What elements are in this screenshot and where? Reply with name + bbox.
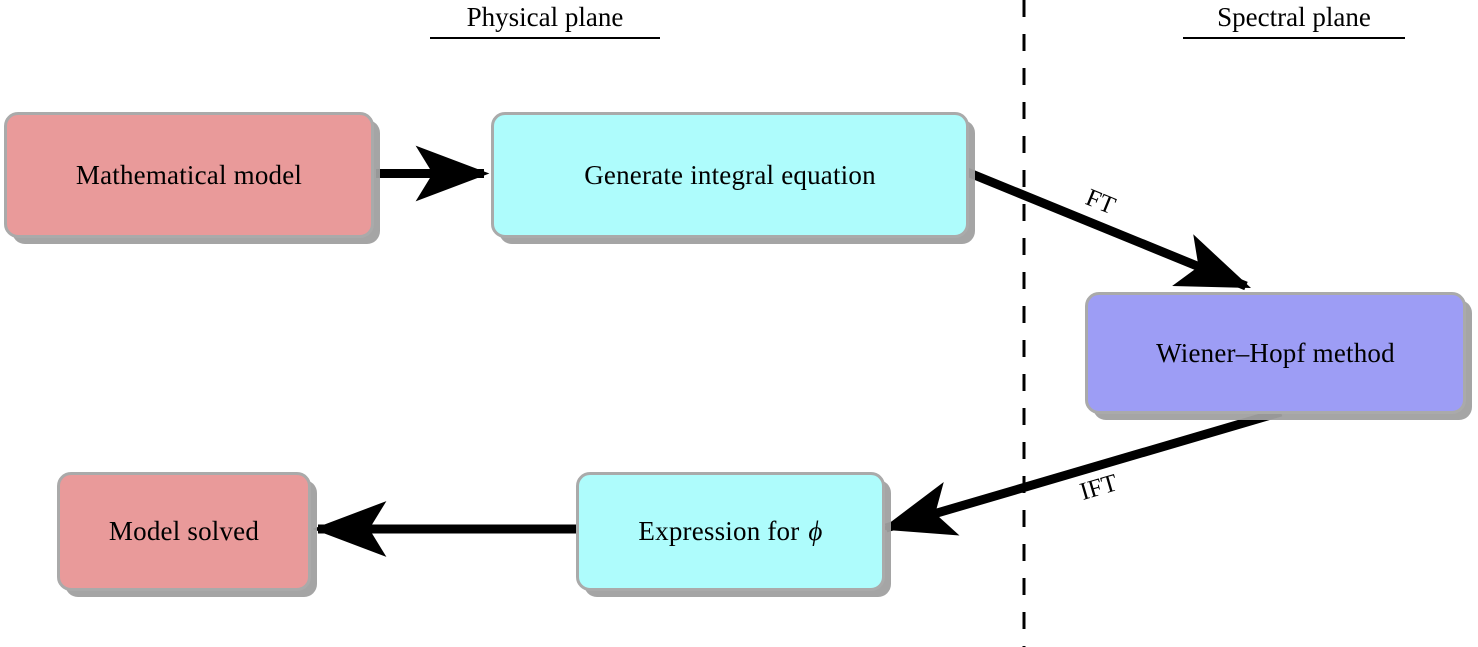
node-wiener-hopf-method-label: Wiener–Hopf method [1156,337,1395,368]
node-expression-for-phi-label: Expression for ϕ [638,516,822,547]
plane-title-physical: Physical plane [430,4,660,39]
plane-title-spectral-underline [1183,37,1405,39]
node-mathematical-model-label: Mathematical model [75,159,303,190]
plane-title-spectral-label: Spectral plane [1217,2,1371,32]
node-wiener-hopf-method[interactable]: Wiener–Hopf method [1085,292,1466,414]
node-generate-integral-equation-label: Generate integral equation [584,159,876,190]
node-expression-for-phi[interactable]: Expression for ϕ [576,472,885,591]
node-mathematical-model[interactable]: Mathematical model [4,112,374,238]
plane-title-physical-underline [430,37,660,39]
node-generate-integral-equation[interactable]: Generate integral equation [491,112,969,238]
phi-symbol: ϕ [808,516,823,546]
plane-title-physical-label: Physical plane [466,2,624,32]
plane-title-spectral: Spectral plane [1183,4,1405,39]
node-model-solved-label: Model solved [108,516,260,546]
node-model-solved[interactable]: Model solved [57,472,311,591]
edge-wiener-hopf-to-expression [880,407,1283,536]
edge-integral-to-wiener-hopf [965,167,1251,291]
node-expression-for-phi-prefix: Expression for [638,516,807,546]
